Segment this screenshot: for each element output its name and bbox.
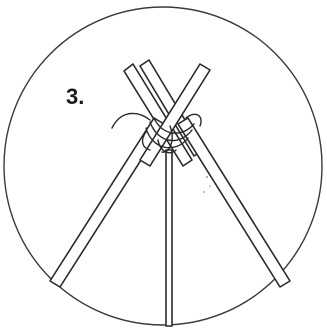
pole-center [166,150,172,326]
rope-free-end [112,113,150,128]
pole-left [50,118,164,287]
scan-specks [203,176,211,193]
step-number-label: 3. [66,84,84,109]
pole-right [178,118,290,287]
